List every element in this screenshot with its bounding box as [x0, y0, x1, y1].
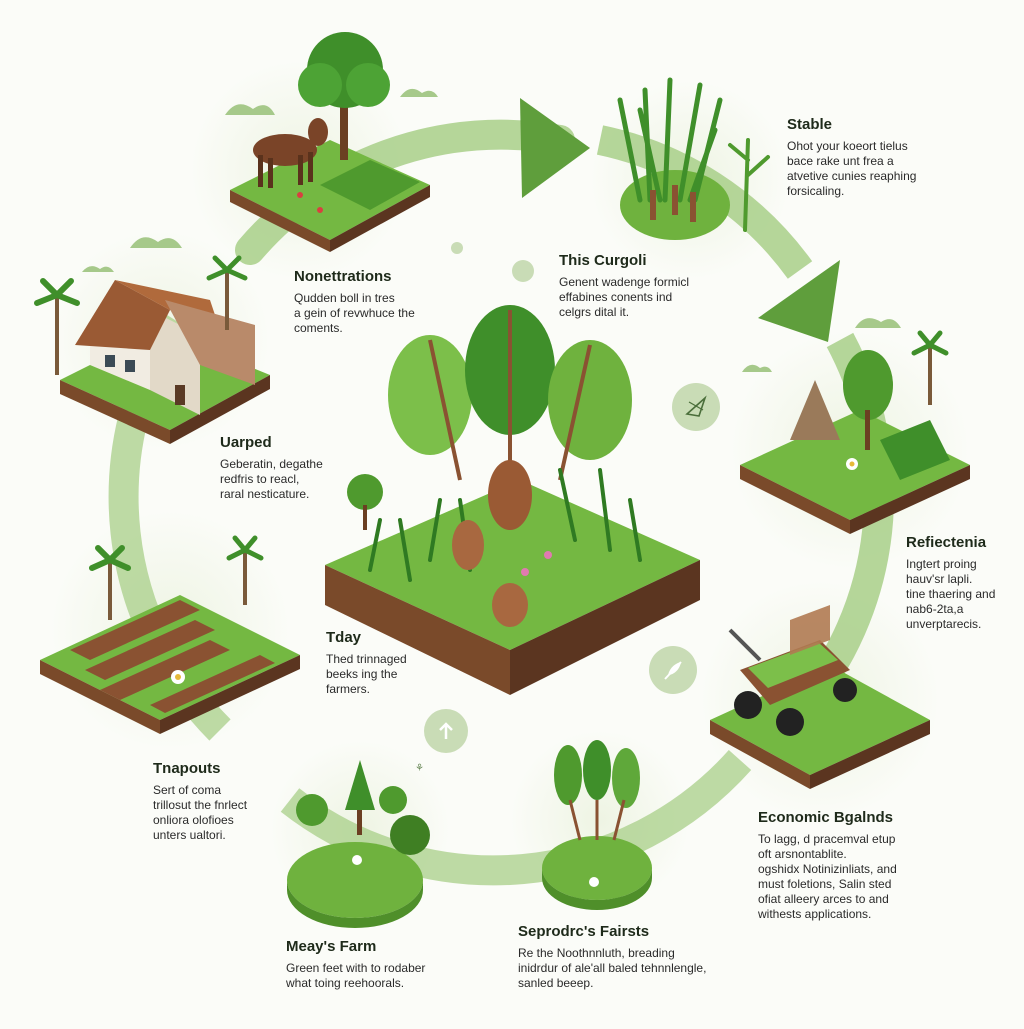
- label-stable-desc: Ohot your koeort tielus bace rake unt fr…: [787, 139, 917, 198]
- feather-badge-icon: [649, 646, 697, 694]
- label-refiectenia: Refiectenia Ingtert proing hauv'sr lapli…: [906, 534, 1021, 632]
- label-economic-bgalnds: Economic Bgalnds To lagg, d pracemval et…: [758, 809, 998, 922]
- label-stable-title: Stable: [787, 116, 833, 133]
- label-tnapouts: Tnapouts Sert of coma trillosut the fnrl…: [153, 760, 303, 843]
- cloud-icons: [82, 88, 901, 372]
- label-refiectenia-title: Refiectenia: [906, 534, 987, 551]
- label-tday: Tday Thed trinnaged beeks ing the farmer…: [326, 629, 466, 697]
- label-tday-title: Tday: [326, 629, 362, 646]
- label-seprodrcs-fairsts: Seprodrc's Fairsts Re the Noothnnluth, b…: [518, 923, 778, 991]
- label-uarped-desc: Geberatin, degathe redfris to reacl, rar…: [220, 457, 323, 501]
- label-uarped: Uarped Geberatin, degathe redfris to rea…: [220, 434, 380, 502]
- forest-circle-tile: [287, 760, 430, 928]
- center-forest-tile: [325, 305, 700, 695]
- label-stable: Stable Ohot your koeort tielus bace rake…: [787, 116, 987, 199]
- up-arrow-badge-icon: [424, 709, 468, 753]
- label-meays-farm-desc: Green feet with to rodaber what toing re…: [286, 961, 426, 990]
- label-meays-farm-title: Meay's Farm: [286, 938, 377, 955]
- label-economic-bgalnds-desc: To lagg, d pracemval etup oft arsnontabl…: [758, 832, 897, 921]
- label-nonettrations-title: Nonettrations: [294, 268, 392, 285]
- house-tile: [34, 255, 270, 444]
- label-this-curgoli-desc: Genent wadenge formicl effabines conents…: [559, 275, 690, 319]
- label-tday-desc: Thed trinnaged beeks ing the farmers.: [326, 652, 407, 696]
- label-this-curgoli: This Curgoli Genent wadenge formicl effa…: [559, 252, 759, 320]
- label-this-curgoli-title: This Curgoli: [559, 252, 647, 269]
- label-economic-bgalnds-title: Economic Bgalnds: [758, 809, 894, 826]
- label-nonettrations-desc: Qudden boll in tres a gein of revwhuce t…: [294, 291, 415, 335]
- small-symbol-icon: ⚘: [415, 763, 424, 774]
- forest-plot-tile: [740, 330, 970, 534]
- label-nonettrations: Nonettrations Qudden boll in tres a gein…: [294, 268, 494, 336]
- horse-farm-tile: [230, 32, 430, 252]
- arrow-head-top: [520, 98, 590, 198]
- label-meays-farm: Meay's Farm Green feet with to rodaber w…: [286, 938, 506, 991]
- label-uarped-title: Uarped: [220, 434, 272, 451]
- leaf-badge-icon: [672, 383, 720, 431]
- sapling-circle-tile: [542, 740, 652, 910]
- arrow-head-right: [758, 260, 840, 342]
- bubble-decor-small: [451, 242, 463, 254]
- machine-tile: [710, 605, 930, 789]
- raised-beds-tile: [40, 535, 300, 734]
- label-tnapouts-desc: Sert of coma trillosut the fnrlect onlio…: [153, 783, 248, 842]
- grass-tile: [617, 77, 770, 240]
- label-seprodrcs-fairsts-desc: Re the Noothnnluth, breading inidrdur of…: [518, 946, 707, 990]
- label-refiectenia-desc: Ingtert proing hauv'sr lapli. tine thaer…: [906, 557, 996, 631]
- label-seprodrcs-fairsts-title: Seprodrc's Fairsts: [518, 923, 650, 940]
- bubble-decor: [512, 260, 534, 282]
- label-tnapouts-title: Tnapouts: [153, 760, 221, 777]
